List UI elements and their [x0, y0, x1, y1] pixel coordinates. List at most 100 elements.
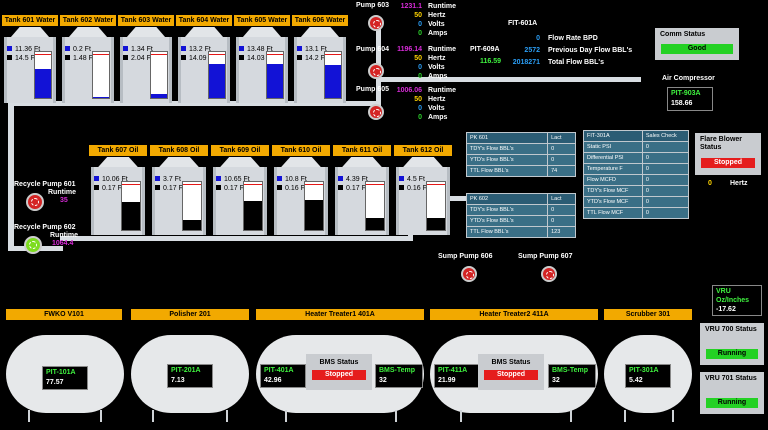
setpoint-line [209, 54, 225, 55]
ht2-bms-status: Stopped [484, 370, 538, 380]
level-swatch [277, 176, 282, 181]
pump-604-icon[interactable] [368, 63, 384, 79]
oil_tanks-tank-0[interactable]: 10.06 Ft 0.17 Ft [91, 157, 145, 235]
row-label: TDY's Flow BBL's [465, 204, 549, 216]
prev-day-flow-label: Previous Day Flow BBL's [548, 47, 633, 54]
volts-label: Volts [428, 21, 445, 28]
setpoint-line [325, 54, 341, 55]
ht1-bms-label: BMS Status [319, 359, 359, 366]
row-value: 74 [547, 165, 576, 177]
pit-411a-readout[interactable]: PIT-411A 21.99 [434, 364, 480, 388]
vessel-leg [624, 410, 626, 422]
scrubber-title: Scrubber 301 [604, 309, 692, 320]
tank-interface: 0.16 Ft [285, 185, 307, 192]
column-header: FIT-301A [583, 130, 643, 142]
sump-pump-606-icon[interactable] [461, 266, 477, 282]
setpoint-line [183, 184, 201, 185]
pit-101a-value: 77.57 [46, 379, 64, 386]
vessel-leg [395, 410, 397, 422]
pit-201a-readout[interactable]: PIT-201A 7.13 [167, 364, 213, 388]
pump-604-amps: 0 [418, 73, 422, 80]
water_tanks-tank-2-label: Tank 603 Water [118, 15, 174, 26]
pit-101a-readout[interactable]: PIT-101A 77.57 [42, 366, 88, 390]
row-value: 0 [547, 154, 576, 166]
pit-903a-readout[interactable]: PIT-903A 158.66 [667, 87, 713, 111]
level-gauge [324, 51, 342, 99]
fwko-title: FWKO V101 [6, 309, 122, 320]
pit-401a-readout[interactable]: PIT-401A 42.96 [260, 364, 306, 388]
pump-603-icon[interactable] [368, 15, 384, 31]
tank-interface: 0.17 Ft [102, 185, 124, 192]
pump-604-hertz: 50 [414, 55, 422, 62]
tank-level: 4.5 Ft [407, 176, 425, 183]
vessel-leg [226, 410, 228, 422]
flow-rate-value: 0 [536, 35, 540, 42]
level-swatch [239, 46, 244, 51]
setpoint-line [305, 184, 323, 185]
level-gauge [92, 51, 110, 99]
ht2-bms-temp-readout[interactable]: BMS-Temp 32 [548, 364, 596, 388]
level-swatch [65, 46, 70, 51]
polisher-title: Polisher 201 [131, 309, 249, 320]
vru-oz-title: VRU Oz/Inches [716, 288, 750, 304]
level-swatch [181, 46, 186, 51]
vessel-leg [28, 410, 30, 422]
pump-605-volts: 0 [418, 105, 422, 112]
tank-roof [299, 27, 341, 39]
level-gauge [121, 181, 141, 231]
pump-603-volts: 0 [418, 21, 422, 28]
comm-status-indicator: Good [661, 44, 733, 54]
water_tanks-tank-4-label: Tank 605 Water [234, 15, 290, 26]
vessel-leg [285, 410, 287, 422]
vessel-leg [152, 410, 154, 422]
water_tanks-tank-0-label: Tank 601 Water [2, 15, 58, 26]
pit-301a-readout[interactable]: PIT-301A 5.42 [625, 364, 671, 388]
ht1-bms-panel: BMS Status Stopped [306, 354, 372, 390]
pump-604-runtime: 1196.14 [397, 46, 422, 53]
recycle-pump-601-runtime-label: Runtime [48, 189, 76, 196]
level-gauge [304, 181, 324, 231]
tank-level: 13.2 Ft [189, 46, 211, 53]
level-swatch [94, 176, 99, 181]
pit-609a-label: PIT-609A [470, 46, 500, 53]
level-gauge-fill [427, 217, 445, 230]
pit-301a-tag: PIT-301A [629, 367, 659, 374]
tank-roof [340, 157, 384, 169]
row-label: YTD's Flow MCF [583, 196, 643, 208]
hertz-label: Hertz [428, 96, 446, 103]
row-value: 0 [547, 215, 576, 227]
pump-603-runtime: 1231.1 [400, 3, 422, 10]
ht1-bms-temp-readout[interactable]: BMS-Temp 32 [375, 364, 423, 388]
sump-pump-607-icon[interactable] [541, 266, 557, 282]
recycle-pump-602-icon[interactable] [24, 236, 42, 254]
row-value: 0 [641, 163, 690, 175]
vru-oz-readout[interactable]: VRU Oz/Inches -17.62 [712, 285, 762, 316]
vessel-leg [100, 410, 102, 422]
tank-level: 10.06 Ft [102, 176, 128, 183]
ht1-title: Heater Treater1 401A [256, 309, 424, 320]
recycle-pump-601-icon[interactable] [26, 193, 44, 211]
pump-605-icon[interactable] [368, 104, 384, 120]
pit-201a-value: 7.13 [171, 377, 185, 384]
oil_tanks-tank-5-label: Tank 612 Oil [394, 145, 452, 156]
